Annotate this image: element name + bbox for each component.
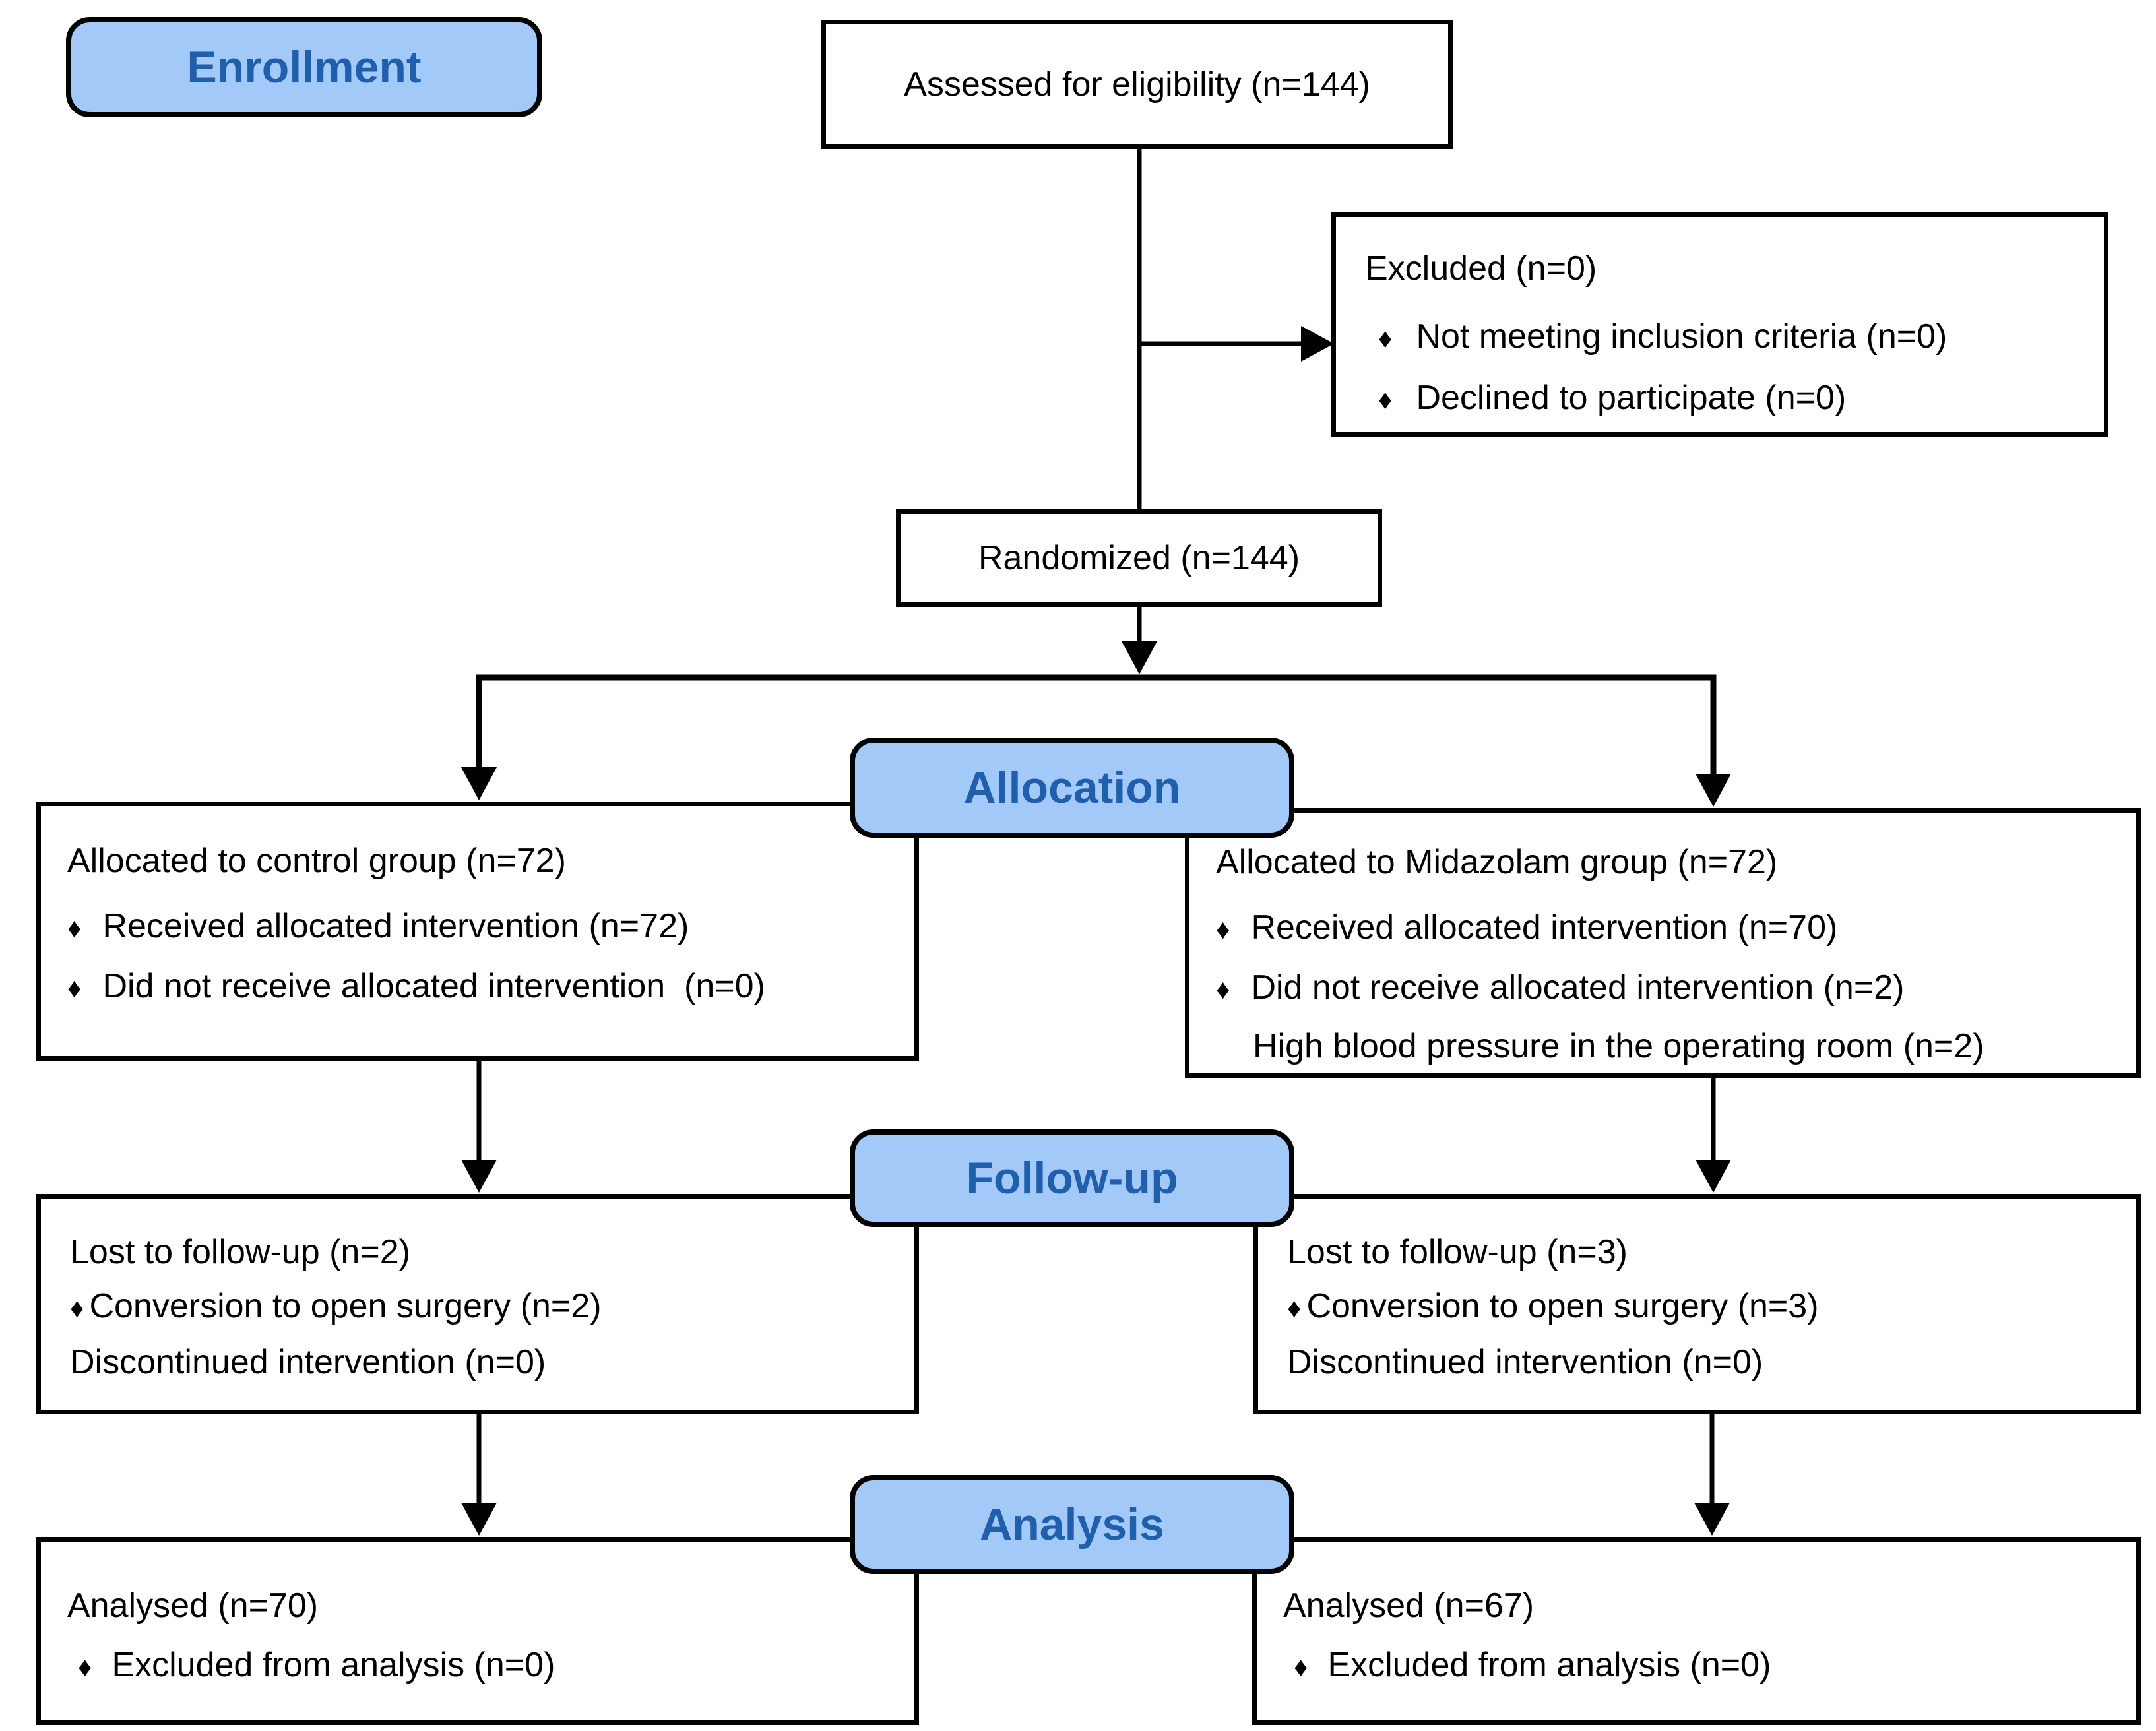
analysis-control-box: Analysed (n=70) ♦ Excluded from analysis…: [36, 1537, 919, 1725]
allocated-midazolam-bullet-2-text: Did not receive allocated intervention (…: [1251, 968, 1905, 1007]
followup-control-bullet: ♦ Conversion to open surgery (n=2): [70, 1279, 904, 1335]
arrowhead-alloc-right: [1696, 774, 1731, 807]
arrowhead-excluded: [1301, 326, 1334, 362]
allocation-stage-text: Allocation: [963, 763, 1181, 813]
analysis-stage-text: Analysis: [980, 1499, 1164, 1550]
diamond-bullet-icon: ♦: [1378, 384, 1393, 415]
allocated-midazolam-box: Allocated to Midazolam group (n=72) ♦ Re…: [1185, 808, 2141, 1078]
enrollment-stage-text: Enrollment: [187, 42, 422, 92]
diamond-bullet-icon: ♦: [67, 972, 82, 1003]
allocated-control-title: Allocated to control group (n=72): [67, 842, 566, 880]
followup-midazolam-box: Lost to follow-up (n=3) ♦ Conversion to …: [1253, 1194, 2141, 1414]
followup-midazolam-line-3: Discontinued intervention (n=0): [1287, 1343, 1763, 1381]
followup-midazolam-bullet: ♦ Conversion to open surgery (n=3): [1287, 1279, 2126, 1335]
arrowhead-an-left: [461, 1503, 497, 1536]
analysis-control-bullet-text: Excluded from analysis (n=0): [111, 1646, 555, 1684]
line-allocation-branch: [476, 674, 1717, 778]
analysis-stage-label: Analysis: [850, 1475, 1294, 1574]
analysis-midazolam-bullet-text: Excluded from analysis (n=0): [1327, 1646, 1771, 1684]
diamond-bullet-icon: ♦: [1216, 974, 1230, 1005]
allocated-control-bullet-2: ♦ Did not receive allocated intervention…: [67, 957, 904, 1017]
excluded-bullet-2-text: Declined to participate (n=0): [1416, 379, 1847, 417]
excluded-box: Excluded (n=0) ♦ Not meeting inclusion c…: [1331, 212, 2108, 437]
followup-stage-label: Follow-up: [850, 1129, 1294, 1227]
enrollment-stage-label: Enrollment: [66, 17, 542, 117]
assessed-eligibility-text: Assessed for eligibility (n=144): [904, 65, 1370, 104]
diamond-bullet-icon: ♦: [1216, 914, 1230, 945]
allocated-midazolam-note: High blood pressure in the operating roo…: [1253, 1027, 1984, 1065]
excluded-title: Excluded (n=0): [1365, 249, 1597, 288]
diamond-bullet-icon: ♦: [70, 1292, 84, 1323]
arrowhead-randomized-split: [1122, 641, 1157, 674]
diamond-bullet-icon: ♦: [78, 1651, 92, 1682]
followup-midazolam-bullet-text: Conversion to open surgery (n=3): [1306, 1287, 1819, 1325]
allocated-midazolam-bullet-1-text: Received allocated intervention (n=70): [1251, 908, 1838, 947]
followup-stage-text: Follow-up: [966, 1153, 1178, 1203]
randomized-text: Randomized (n=144): [978, 539, 1300, 577]
allocated-control-bullet-1-text: Received allocated intervention (n=72): [102, 907, 689, 945]
randomized-box: Randomized (n=144): [896, 509, 1382, 607]
followup-control-box: Lost to follow-up (n=2) ♦ Conversion to …: [36, 1194, 919, 1414]
analysis-control-line-1: Analysed (n=70): [67, 1587, 319, 1625]
assessed-eligibility-box: Assessed for eligibility (n=144): [821, 20, 1453, 149]
excluded-bullet-1-text: Not meeting inclusion criteria (n=0): [1416, 317, 1948, 356]
diamond-bullet-icon: ♦: [1287, 1292, 1302, 1323]
excluded-bullet-1: ♦ Not meeting inclusion criteria (n=0): [1378, 307, 2088, 368]
excluded-bullet-2: ♦ Declined to participate (n=0): [1378, 368, 2088, 429]
analysis-midazolam-box: Analysed (n=67) ♦ Excluded from analysis…: [1252, 1537, 2141, 1725]
followup-control-line-1: Lost to follow-up (n=2): [70, 1233, 410, 1271]
analysis-control-bullet: ♦ Excluded from analysis (n=0): [78, 1635, 904, 1697]
allocation-stage-label: Allocation: [850, 738, 1294, 838]
diamond-bullet-icon: ♦: [1378, 323, 1393, 354]
followup-control-line-3: Discontinued intervention (n=0): [70, 1343, 546, 1381]
followup-midazolam-line-1: Lost to follow-up (n=3): [1287, 1233, 1628, 1271]
allocated-control-bullet-2-text: Did not receive allocated intervention (…: [102, 967, 765, 1005]
analysis-midazolam-bullet: ♦ Excluded from analysis (n=0): [1294, 1635, 2126, 1697]
allocated-midazolam-title: Allocated to Midazolam group (n=72): [1216, 843, 1778, 881]
arrowhead-fu-right: [1696, 1160, 1731, 1193]
arrowhead-an-right: [1694, 1503, 1730, 1536]
allocated-midazolam-bullet-1: ♦ Received allocated intervention (n=70): [1216, 898, 2126, 959]
allocated-control-box: Allocated to control group (n=72) ♦ Rece…: [36, 802, 919, 1061]
allocated-control-bullet-1: ♦ Received allocated intervention (n=72): [67, 897, 904, 957]
followup-control-bullet-text: Conversion to open surgery (n=2): [89, 1287, 602, 1325]
arrowhead-alloc-left: [461, 767, 497, 800]
diamond-bullet-icon: ♦: [1294, 1651, 1308, 1682]
analysis-midazolam-line-1: Analysed (n=67): [1283, 1587, 1535, 1625]
diamond-bullet-icon: ♦: [67, 912, 82, 943]
allocated-midazolam-bullet-2: ♦ Did not receive allocated intervention…: [1216, 959, 2126, 1019]
arrowhead-fu-left: [461, 1160, 497, 1193]
